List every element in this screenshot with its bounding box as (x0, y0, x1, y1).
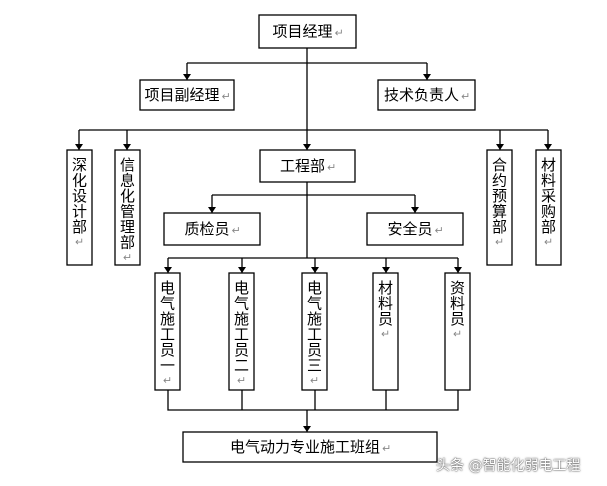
node-box (139, 79, 235, 111)
node-label: 电气施工员二 (234, 279, 249, 375)
paragraph-mark: ↵ (495, 236, 504, 249)
arrowhead-icon (303, 426, 311, 432)
paragraph-mark: ↵ (544, 236, 553, 249)
node-elec3: 电气施工员三↵ (301, 272, 328, 391)
arrowhead-icon (164, 267, 172, 273)
node-box (372, 272, 399, 391)
arrowhead-icon (238, 267, 246, 273)
node-deputy: 项目副经理↵ (139, 79, 235, 111)
paragraph-mark: ↵ (163, 374, 172, 387)
node-pm: 项目经理↵ (258, 14, 357, 49)
node-box (444, 272, 471, 391)
connector-line (167, 390, 459, 411)
node-box (258, 14, 357, 49)
arrowhead-icon (423, 74, 431, 80)
node-label: 合约预算部 (492, 156, 507, 236)
node-elec2: 电气施工员二↵ (228, 272, 255, 391)
paragraph-mark: ↵ (335, 27, 344, 40)
node-box (182, 431, 438, 463)
node-label: 电气施工员三 (307, 279, 322, 375)
paragraph-mark: ↵ (382, 442, 391, 455)
node-box (366, 212, 464, 246)
node-label: 材料采购部 (541, 156, 556, 236)
node-safety: 安全员↵ (366, 212, 464, 246)
arrowhead-icon (382, 267, 390, 273)
node-box (114, 149, 141, 266)
paragraph-mark: ↵ (381, 328, 390, 341)
node-box (377, 79, 476, 111)
arrowhead-icon (454, 267, 462, 273)
arrowhead-icon (411, 207, 419, 213)
paragraph-mark: ↵ (232, 224, 241, 237)
arrowhead-icon (303, 144, 311, 150)
connector-lines (75, 48, 552, 432)
node-contract: 合约预算部↵ (486, 149, 513, 266)
node-box (301, 272, 328, 391)
node-label: 资料员 (450, 279, 465, 328)
node-box (486, 149, 513, 266)
node-label: 安全员 (387, 220, 432, 238)
node-eng: 工程部↵ (259, 149, 356, 183)
node-boxes: 项目经理↵项目副经理↵技术负责人↵深化设计部↵信息化管理部↵工程部↵合约预算部↵… (66, 14, 562, 463)
paragraph-mark: ↵ (310, 374, 319, 387)
node-qc: 质检员↵ (163, 212, 261, 246)
paragraph-mark: ↵ (222, 90, 231, 103)
node-docs: 资料员↵ (444, 272, 471, 391)
node-box (154, 272, 181, 391)
node-box (228, 272, 255, 391)
node-info: 信息化管理部↵ (114, 149, 141, 266)
node-tech: 技术负责人↵ (377, 79, 476, 111)
arrowhead-icon (75, 144, 83, 150)
node-label: 材料员 (378, 279, 393, 328)
arrowhead-icon (496, 144, 504, 150)
node-label: 技术负责人 (384, 86, 459, 104)
node-label: 深化设计部 (72, 156, 87, 236)
arrowhead-icon (311, 267, 319, 273)
node-box (163, 212, 261, 246)
arrowhead-icon (208, 207, 216, 213)
node-box (66, 149, 93, 266)
node-box (259, 149, 356, 183)
node-label: 电气施工员一 (160, 279, 175, 375)
node-elec1: 电气施工员一↵ (154, 272, 181, 391)
node-material-purchase: 材料采购部↵ (535, 149, 562, 266)
node-label: 质检员 (184, 220, 229, 238)
paragraph-mark: ↵ (123, 251, 132, 264)
arrowhead-icon (544, 144, 552, 150)
paragraph-mark: ↵ (435, 224, 444, 237)
paragraph-mark: ↵ (453, 328, 462, 341)
arrowhead-icon (123, 144, 131, 150)
node-deepen: 深化设计部↵ (66, 149, 93, 266)
node-team: 电气动力专业施工班组↵ (182, 431, 438, 463)
node-label: 信息化管理部 (120, 156, 135, 252)
node-materials: 材料员↵ (372, 272, 399, 391)
watermark-text: 头条 @智能化弱电工程 (436, 458, 581, 474)
paragraph-mark: ↵ (75, 236, 84, 249)
node-box (535, 149, 562, 266)
node-label: 电气动力专业施工班组 (230, 438, 380, 456)
node-label: 项目经理 (272, 23, 332, 41)
paragraph-mark: ↵ (461, 90, 470, 103)
paragraph-mark: ↵ (327, 161, 336, 174)
arrowhead-icon (183, 74, 191, 80)
node-label: 项目副经理 (144, 86, 219, 104)
paragraph-mark: ↵ (237, 374, 246, 387)
node-label: 工程部 (280, 157, 325, 175)
